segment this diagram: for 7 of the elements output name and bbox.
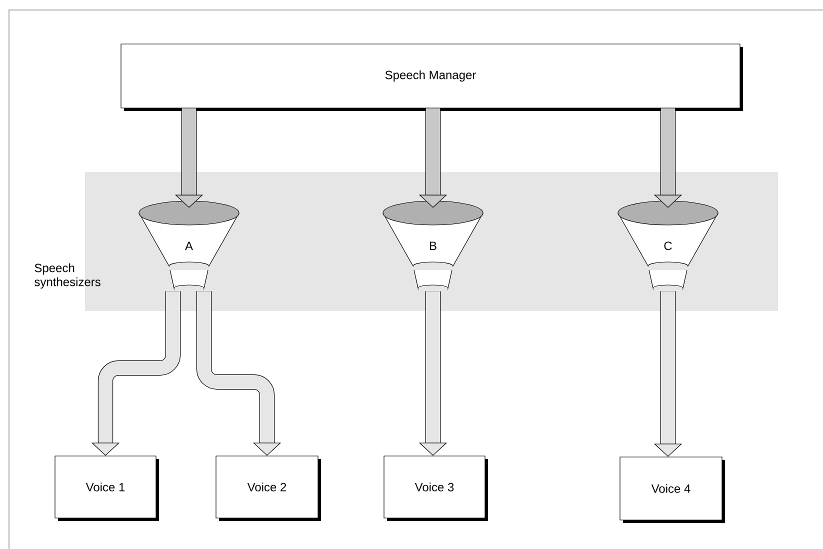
- voice-box: Voice 1: [54, 456, 159, 521]
- voice-box: Voice 3: [384, 456, 488, 521]
- voice-box: Voice 2: [216, 456, 321, 521]
- voice-box: Voice 4: [620, 456, 725, 523]
- block-arrow: [196, 291, 282, 456]
- manager-box: Speech Manager: [120, 44, 743, 111]
- node-label: Speech: [34, 263, 74, 275]
